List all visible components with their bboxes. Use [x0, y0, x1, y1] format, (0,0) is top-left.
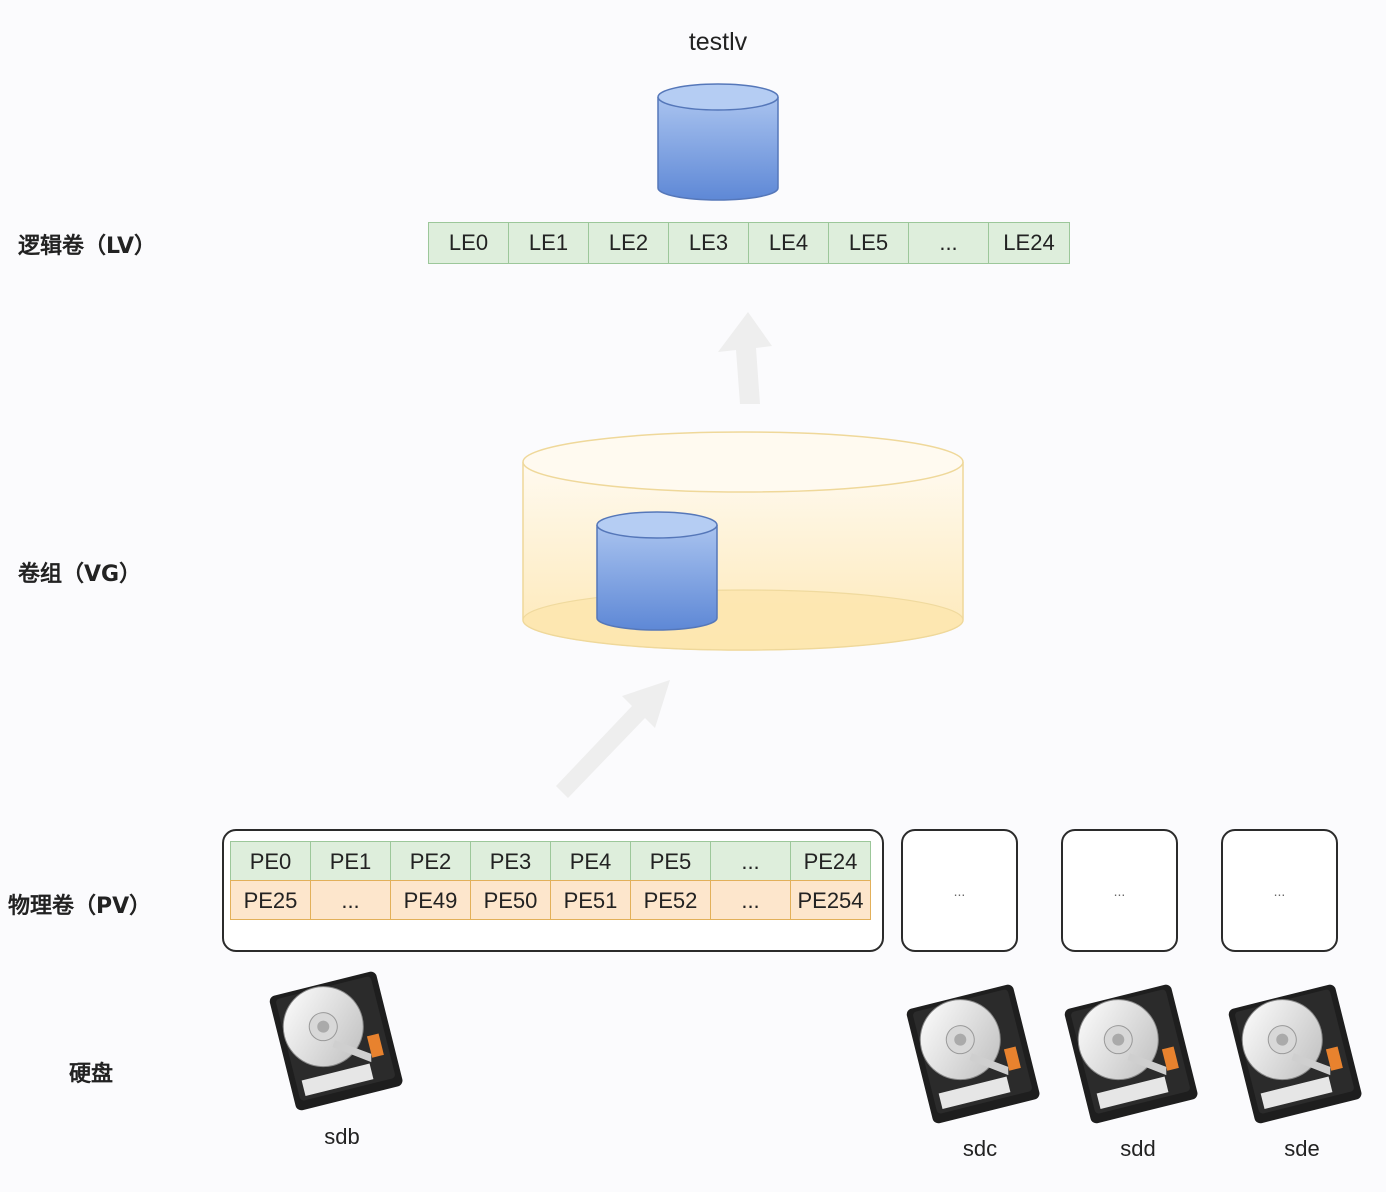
pe-cell: PE25: [230, 880, 311, 920]
pv-placeholder: ...: [953, 883, 966, 899]
pv-box-sdd: ...: [1061, 829, 1178, 952]
disk-label-sdd: sdd: [1120, 1136, 1156, 1161]
arrow-pv-to-vg: [556, 680, 670, 798]
le-cell: ...: [909, 223, 989, 263]
pe-cell: PE1: [310, 841, 391, 881]
pv-placeholder: ...: [1273, 883, 1286, 899]
le-cell: LE1: [509, 223, 589, 263]
pe-cell: PE5: [630, 841, 711, 881]
lv-cylinder: [657, 83, 779, 201]
pe-cell: ...: [310, 880, 391, 920]
layer-label-lv: 逻辑卷（LV）: [18, 234, 157, 259]
le-cell: LE5: [829, 223, 909, 263]
pe-cell: PE2: [390, 841, 471, 881]
pe-cell: PE4: [550, 841, 631, 881]
pe-cell: PE50: [470, 880, 551, 920]
le-cell: LE0: [429, 223, 509, 263]
layer-label-pv: 物理卷（PV）: [8, 894, 152, 919]
pv-box-sdc: ...: [901, 829, 1018, 952]
pe-cell: PE3: [470, 841, 551, 881]
le-strip: LE0 LE1 LE2 LE3 LE4 LE5 ... LE24: [428, 222, 1070, 264]
layer-label-vg: 卷组（VG）: [18, 562, 142, 587]
pe-cell: PE49: [390, 880, 471, 920]
pv-box-sde: ...: [1221, 829, 1338, 952]
pv-placeholder: ...: [1113, 883, 1126, 899]
disk-label-sde: sde: [1284, 1136, 1320, 1161]
pe-cell: ...: [710, 880, 791, 920]
pe-cell: PE52: [630, 880, 711, 920]
layer-label-disk: 硬盘: [69, 1062, 114, 1087]
pe-cell: PE51: [550, 880, 631, 920]
pe-cell: PE254: [790, 880, 871, 920]
vg-cylinder: [522, 431, 964, 651]
le-cell: LE4: [749, 223, 829, 263]
hard-disk-icon-sdc: [906, 984, 1040, 1124]
arrow-vg-to-lv: [718, 312, 772, 404]
pe-cell: PE0: [230, 841, 311, 881]
disk-label-sdb: sdb: [324, 1124, 360, 1149]
hard-disk-icon-sdb: [269, 971, 403, 1111]
le-cell: LE3: [669, 223, 749, 263]
hard-disk-icon-sde: [1228, 984, 1362, 1124]
pe-grid: PE0 PE1 PE2 PE3 PE4 PE5 ... PE24 PE25 ..…: [230, 841, 871, 920]
disk-label-sdc: sdc: [962, 1136, 998, 1161]
lv-name: testlv: [688, 28, 748, 56]
pe-cell: ...: [710, 841, 791, 881]
hard-disk-icon-sdd: [1064, 984, 1198, 1124]
le-cell: LE2: [589, 223, 669, 263]
pe-cell: PE24: [790, 841, 871, 881]
le-cell: LE24: [1003, 230, 1055, 255]
